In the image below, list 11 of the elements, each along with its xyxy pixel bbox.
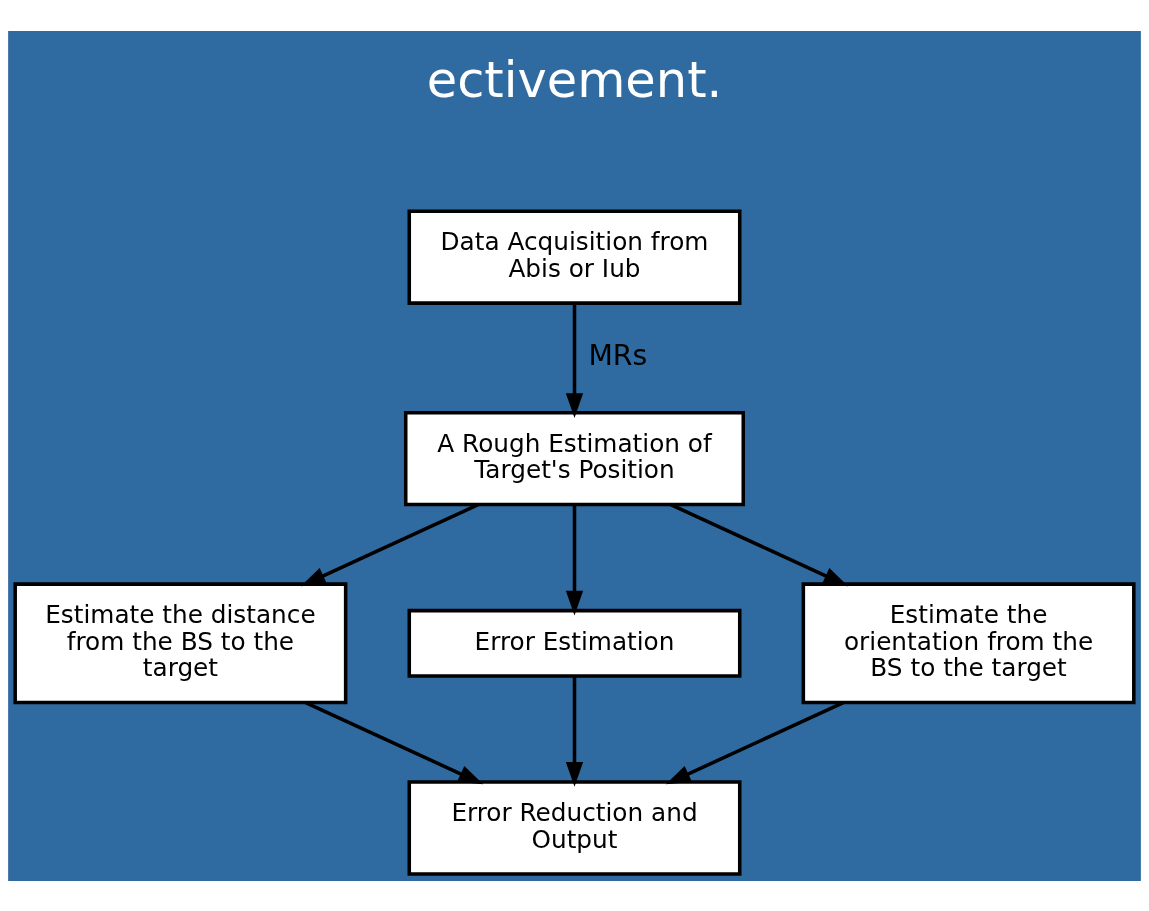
label: ectivement. — [426, 50, 723, 109]
node-box: Estimate the orientation from the BS to the target — [801, 581, 1136, 704]
node-box: Error Estimation — [407, 608, 742, 678]
node-box: Error Reduction and Output — [407, 779, 742, 876]
node-box: Estimate the distance from the BS to the target — [13, 581, 348, 704]
edge-label: MRs — [588, 338, 648, 372]
arrow — [565, 504, 584, 615]
node-box: Data Acquisition from Abis or Iub — [407, 209, 742, 305]
arrow — [565, 302, 584, 418]
node-box: A Rough Estimation of Target's Position — [403, 410, 746, 506]
arrow — [565, 676, 584, 787]
